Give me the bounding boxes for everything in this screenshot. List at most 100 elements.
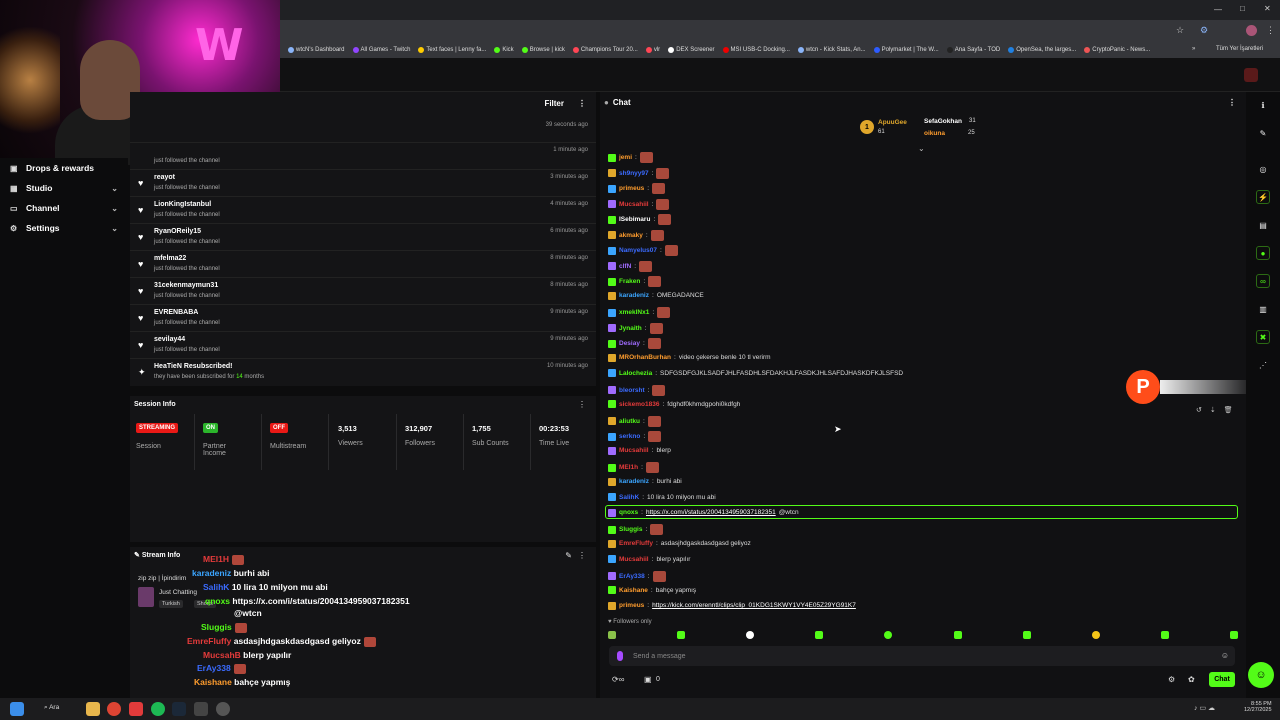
profile-avatar[interactable] xyxy=(1246,25,1257,36)
filter-button[interactable]: Filter xyxy=(544,98,564,108)
close-icon[interactable]: ✕ xyxy=(1264,4,1271,13)
app-icon[interactable] xyxy=(194,702,208,716)
chat-icon[interactable]: ● xyxy=(1256,246,1270,260)
activity-user[interactable]: reayot xyxy=(154,174,176,181)
document-icon[interactable]: ▤ xyxy=(1259,220,1267,230)
send-chat-button[interactable]: Chat xyxy=(1209,672,1235,687)
edit-icon[interactable]: ✎ xyxy=(565,551,572,560)
chat-mention[interactable]: @wtcn xyxy=(778,509,799,516)
storage-icon[interactable]: ▥ xyxy=(1259,304,1267,314)
emote-icon[interactable] xyxy=(608,631,616,639)
activity-user[interactable]: mfelma22 xyxy=(154,255,187,262)
menu-icon[interactable]: ⋮ xyxy=(1266,25,1275,35)
extension-icon[interactable]: ⚙ xyxy=(1200,25,1209,35)
bookmark[interactable]: MSI USB-C Docking... xyxy=(722,47,790,53)
share-icon[interactable]: ⋰ xyxy=(1259,360,1267,370)
lightning-icon[interactable]: ⚡ xyxy=(1256,190,1270,204)
activity-user[interactable]: LionKingIstanbul xyxy=(154,201,212,208)
leaderboard-name[interactable]: SefaGokhan xyxy=(924,118,962,125)
bookmark[interactable]: Champions Tour 20... xyxy=(572,47,638,53)
chat-username[interactable]: ISebimaru xyxy=(619,216,651,223)
pencil-icon[interactable]: ✎ xyxy=(1259,128,1267,138)
emote-icon[interactable] xyxy=(1091,631,1100,639)
bookmark[interactable]: wtcN's Dashboard xyxy=(288,47,345,53)
emote-icon[interactable] xyxy=(815,631,824,639)
chat-username[interactable]: qnoxs xyxy=(619,509,639,516)
emote-icon[interactable] xyxy=(884,631,893,639)
chat-username[interactable]: serkno xyxy=(619,433,641,440)
chat-username[interactable]: SalihK xyxy=(619,493,640,501)
link-icon[interactable]: ∞ xyxy=(1256,274,1270,288)
chat-username[interactable]: xmeklNx1 xyxy=(619,309,650,316)
windows-start-icon[interactable] xyxy=(10,702,24,716)
bookmark[interactable]: Kick xyxy=(494,47,514,53)
chat-username[interactable]: primeus xyxy=(619,185,645,192)
bookmark[interactable]: OpenSea, the larges... xyxy=(1008,47,1076,53)
help-chat-icon[interactable]: ☺ xyxy=(1248,662,1274,688)
spotify-icon[interactable] xyxy=(151,702,165,716)
info-icon[interactable]: ℹ xyxy=(1261,100,1265,110)
chat-username[interactable]: Mucsahiil xyxy=(619,200,649,208)
chat-username[interactable]: sh9nyy97 xyxy=(619,169,649,177)
sidebar-item-studio[interactable]: ▦Studio⌄ xyxy=(0,178,128,198)
emote-icon[interactable] xyxy=(1022,631,1031,639)
emote-icon[interactable] xyxy=(1160,631,1169,639)
maximize-icon[interactable]: □ xyxy=(1240,4,1245,13)
chat-username[interactable]: Desiay xyxy=(619,340,640,347)
emoji-icon[interactable]: ☺ xyxy=(1220,651,1229,660)
emote-icon[interactable] xyxy=(953,631,962,639)
chat-username[interactable]: ErAy338 xyxy=(619,572,645,580)
chat-username[interactable]: clfN xyxy=(619,262,632,270)
tag[interactable]: Turkish xyxy=(159,600,183,608)
partner-on-badge[interactable]: ON xyxy=(203,423,218,433)
chat-username[interactable]: Mucsahiil xyxy=(619,555,649,563)
bookmark[interactable]: wtcn - Kick Stats, An... xyxy=(797,47,866,53)
sidebar-item-settings[interactable]: ⚙Settings⌄ xyxy=(0,218,128,238)
chat-username[interactable]: Mucsahiil xyxy=(619,447,649,454)
camera-icon[interactable]: ◎ xyxy=(1259,164,1267,174)
category-name[interactable]: Just Chatting xyxy=(159,589,197,596)
gift-icon[interactable]: ▣ xyxy=(644,675,652,684)
chat-username[interactable]: MEI1h xyxy=(619,464,639,471)
tag[interactable]: Shorts xyxy=(194,600,216,608)
delete-icon[interactable]: 🗑 xyxy=(1223,407,1233,414)
more-options-icon[interactable]: ⋮ xyxy=(1228,97,1236,107)
chat-link[interactable]: https://kick.com/erenntl/clips/clip_01KD… xyxy=(652,602,856,609)
bookmark[interactable]: Ana Sayfa - TOD xyxy=(946,47,1000,53)
chat-username[interactable]: akmaky xyxy=(619,231,643,239)
sidebar-item-drops[interactable]: ▣Drops & rewards xyxy=(0,158,128,178)
more-options-icon[interactable]: ⋮ xyxy=(578,551,586,560)
chat-username[interactable]: MROrhanBurhan xyxy=(619,354,671,361)
activity-user[interactable]: RyanOReily15 xyxy=(154,228,202,235)
chat-username[interactable]: sickemo1836 xyxy=(619,400,660,408)
chat-username[interactable]: Kaishane xyxy=(619,586,648,594)
system-tray-icons[interactable]: ♪ ▭ ☁ xyxy=(1194,705,1216,712)
multistream-off-badge[interactable]: OFF xyxy=(270,423,288,433)
bookmark[interactable]: Browse | kick xyxy=(521,47,565,53)
chat-username[interactable]: Jynaith xyxy=(619,324,642,332)
chrome-icon[interactable] xyxy=(107,702,121,716)
activity-user[interactable]: EVRENBABA xyxy=(154,309,199,316)
chat-input[interactable]: Send a message ☺ xyxy=(609,646,1235,666)
star-icon[interactable]: ☆ xyxy=(1176,25,1185,35)
more-options-icon[interactable]: ⋮ xyxy=(578,400,586,409)
more-bookmarks-icon[interactable]: » xyxy=(1192,46,1196,52)
chat-username[interactable]: EmreFluffy xyxy=(619,540,653,547)
all-bookmarks[interactable]: Tüm Yer İşaretleri xyxy=(1216,46,1264,52)
bookmark[interactable]: Text faces | Lenny fa... xyxy=(418,47,486,53)
address-bar[interactable]: ☆ ⚙ ⋮ xyxy=(0,20,1280,42)
more-options-icon[interactable]: ⋮ xyxy=(578,98,586,108)
minimize-icon[interactable]: — xyxy=(1214,5,1222,14)
emote-icon[interactable] xyxy=(1229,631,1238,639)
emote-icon[interactable] xyxy=(677,631,686,639)
activity-user[interactable]: sevilay44 xyxy=(154,336,186,343)
chat-username[interactable]: Lalochezia xyxy=(619,369,653,377)
chat-username[interactable]: jemi xyxy=(619,154,633,161)
chat-username[interactable]: Sluggis xyxy=(619,526,643,533)
channel-points-icon[interactable]: ⟳∞ xyxy=(612,675,625,684)
user-avatar[interactable] xyxy=(1244,68,1258,82)
leaderboard-name[interactable]: oikuna xyxy=(924,130,945,137)
mic-icon[interactable] xyxy=(617,651,623,661)
reply-icon[interactable]: ↺ xyxy=(1196,407,1202,414)
activity-user[interactable]: 31cekenmaymun31 xyxy=(154,282,219,289)
